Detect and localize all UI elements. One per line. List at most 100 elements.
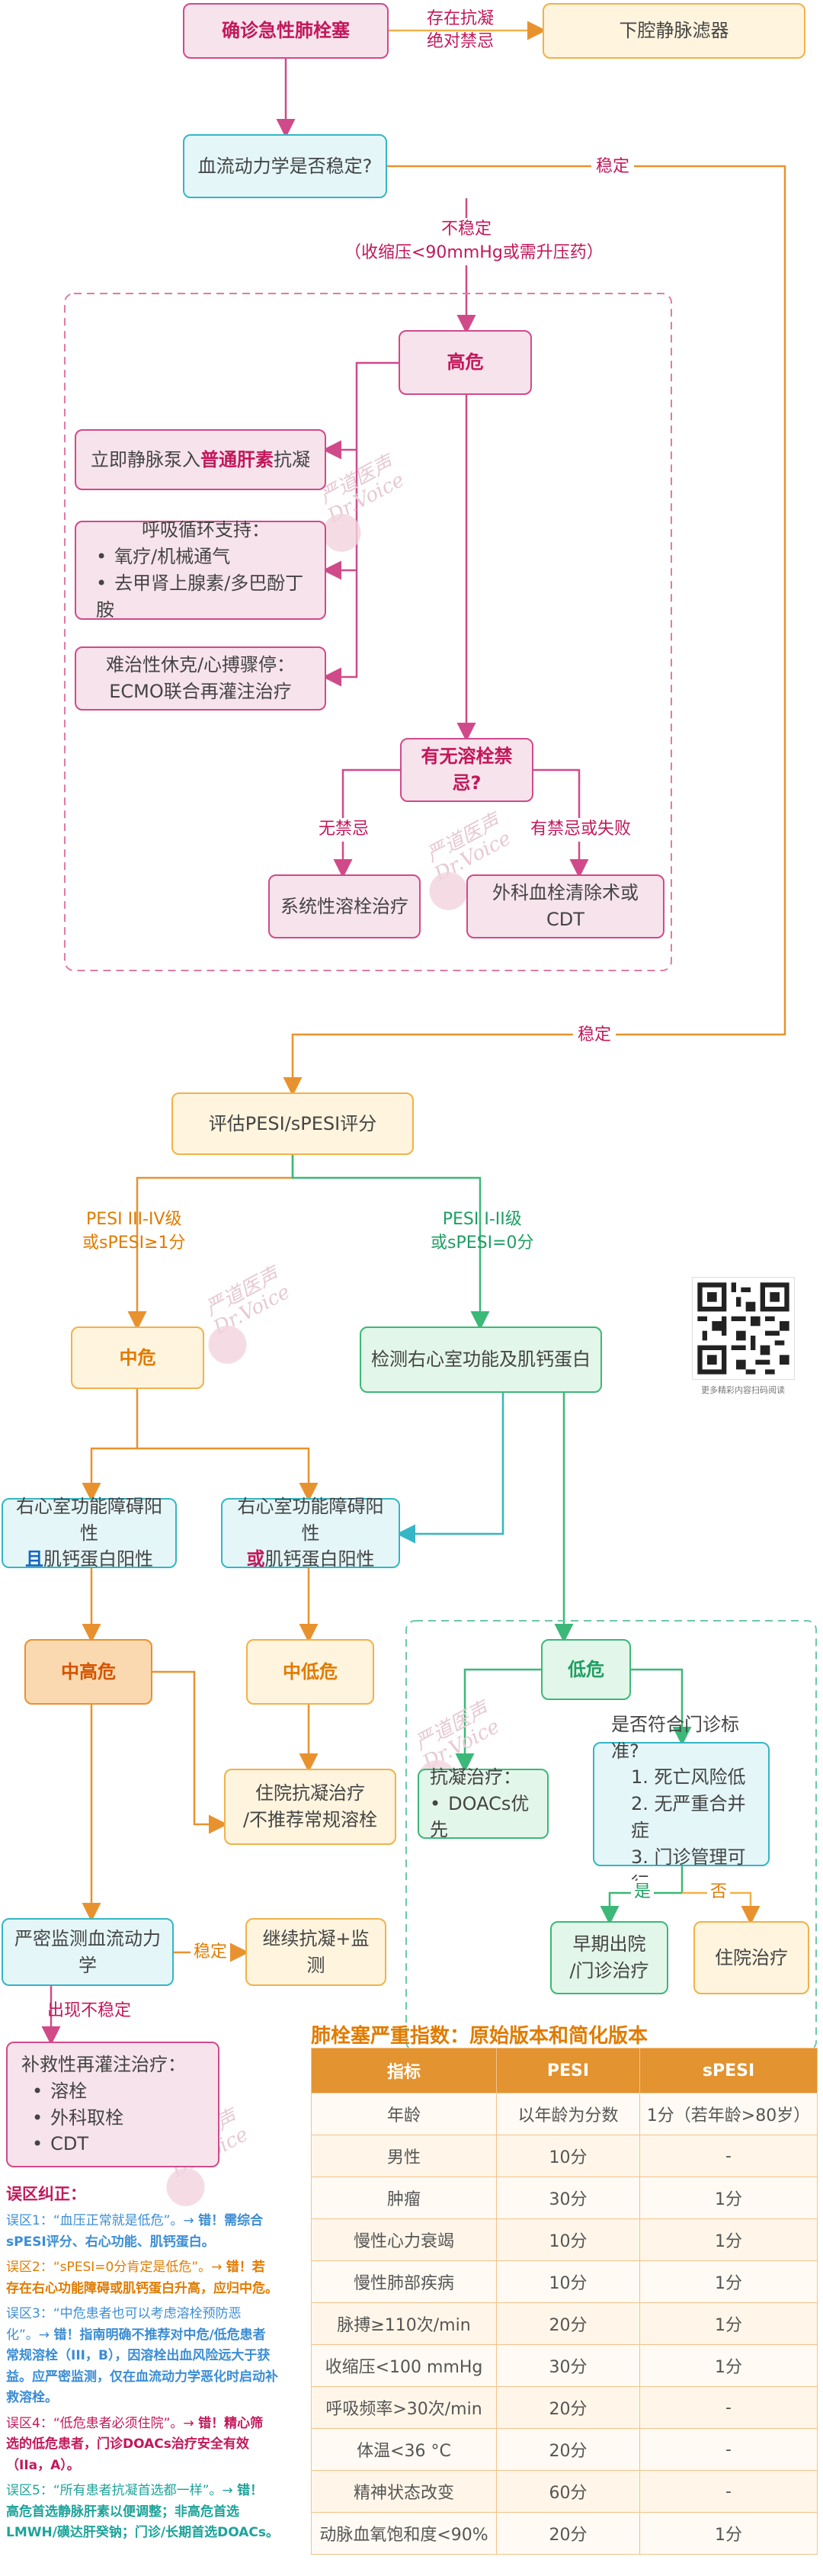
- node-rv-and-troponin: 右心室功能障碍阳性 且肌钙蛋白阳性: [2, 1496, 177, 1570]
- table-cell: 年龄: [311, 2093, 497, 2135]
- table-cell: 精神状态改变: [311, 2470, 497, 2513]
- table-cell: 1分: [639, 2218, 818, 2261]
- error-item: 误区3：“中危患者也可以考虑溶栓预防恶化”。→ 错！指南明确不推荐对中危/低危患…: [6, 2306, 278, 2406]
- errors-title: 误区纠正：: [6, 2185, 86, 2203]
- error-item: 误区5：“所有患者抗凝首选都一样”。→ 错！高危首选静脉肝素以便调整；非高危首选…: [6, 2483, 280, 2541]
- table-cell: 30分: [496, 2177, 640, 2219]
- node-pesi-assessment: 评估PESI/sPESI评分: [171, 1092, 414, 1155]
- table-cell: 60分: [496, 2470, 640, 2513]
- table-cell: 30分: [496, 2344, 640, 2387]
- error-item: 误区4：“低危患者必须住院”。→ 错！精心筛选的低危患者，门诊DOACs治疗安全…: [6, 2415, 264, 2473]
- node-intermediate-low: 中低危: [246, 1639, 374, 1705]
- qr-code-icon: [693, 1278, 794, 1379]
- table-header: PESI: [496, 2048, 640, 2093]
- label-no: 否: [707, 1881, 731, 1904]
- label-anticoag-contra: 存在抗凝绝对禁忌: [427, 9, 495, 51]
- criteria-item: 2. 无严重合并症: [631, 1793, 746, 1841]
- label-unstable: 不稳定（收缩压<90mmHg或需升压药）: [344, 218, 604, 265]
- table-cell: 男性: [311, 2135, 497, 2177]
- table-cell: 以年龄为分数: [496, 2093, 640, 2135]
- label-stable: 稳定: [191, 1941, 231, 1965]
- node-rescue-reperfusion: 补救性再灌注治疗： 溶栓 外科取栓 CDT: [6, 2042, 219, 2167]
- node-systemic-thrombolysis: 系统性溶栓治疗: [268, 874, 421, 938]
- resp-item: 去甲肾上腺素/多巴酚丁胺: [96, 570, 315, 624]
- node-resp-support: 呼吸循环支持： 氧疗/机械通气 去甲肾上腺素/多巴酚丁胺: [75, 519, 326, 621]
- table-cell: 10分: [496, 2260, 640, 2303]
- node-intermediate-high: 中高危: [24, 1639, 152, 1705]
- table-cell: 20分: [496, 2302, 640, 2345]
- node-intermediate-risk: 中危: [71, 1326, 204, 1389]
- label-becomes-unstable: 出现不稳定: [47, 2001, 132, 2020]
- table-cell: 20分: [496, 2386, 640, 2429]
- table-cell: 1分: [639, 2177, 818, 2219]
- table-cell: 20分: [496, 2512, 640, 2555]
- table-cell: 10分: [496, 2135, 640, 2177]
- table-cell: 1分: [639, 2344, 818, 2387]
- table-cell: -: [639, 2386, 818, 2429]
- table-cell: -: [639, 2135, 818, 2177]
- table-cell: 慢性心力衰竭: [311, 2218, 497, 2261]
- node-inpatient-anticoag: 住院抗凝治疗/不推荐常规溶栓: [224, 1769, 396, 1845]
- node-monitor: 严密监测血流动力学: [2, 1918, 174, 1986]
- rescue-item: CDT: [21, 2131, 88, 2157]
- error-item: 误区2：“sPESI=0分肯定是低危”。→ 错！若存在右心功能障碍或肌钙蛋白升高…: [6, 2260, 278, 2296]
- node-contraindication-question: 有无溶栓禁忌?: [400, 738, 533, 802]
- qr-code[interactable]: [692, 1277, 795, 1380]
- node-continue-anticoag: 继续抗凝+监测: [245, 1918, 386, 1986]
- table-cell: 1分: [639, 2512, 818, 2555]
- node-heparin: 立即静脉泵入普通肝素抗凝: [75, 429, 326, 490]
- anticoag-item: DOACs优先: [430, 1791, 538, 1844]
- label-contra-or-fail: 有禁忌或失败: [530, 818, 632, 842]
- qr-caption: 更多精彩内容扫码阅读: [701, 1385, 785, 1395]
- node-early-discharge: 早期出院/门诊治疗: [550, 1921, 668, 1994]
- node-confirmed-pe: 确诊急性肺栓塞: [183, 3, 389, 59]
- table-cell: 20分: [496, 2428, 640, 2471]
- rescue-item: 外科取栓: [21, 2105, 123, 2132]
- table-cell: 肿瘤: [311, 2177, 497, 2219]
- node-low-risk: 低危: [541, 1639, 631, 1700]
- label-pesi-low: PESI I-II级或sPESI=0分: [431, 1210, 534, 1253]
- label-stable: 稳定: [573, 1024, 616, 1047]
- label-no-contraindication: 无禁忌: [319, 818, 370, 842]
- node-outpatient-criteria: 是否符合门诊标准? 1. 死亡风险低 2. 无严重合并症 3. 门诊管理可行: [593, 1714, 770, 1894]
- table-cell: 收缩压<100 mmHg: [311, 2344, 497, 2387]
- label-yes: 是: [631, 1881, 655, 1904]
- node-high-risk: 高危: [399, 330, 532, 395]
- label-stable: 稳定: [591, 156, 635, 179]
- node-ivc-filter: 下腔静脉滤器: [543, 3, 805, 59]
- table-cell: 10分: [496, 2218, 640, 2261]
- table-header: 指标: [311, 2048, 497, 2093]
- table-cell: 动脉血氧饱和度<90%: [311, 2512, 497, 2555]
- table-cell: 体温<36 °C: [311, 2428, 497, 2471]
- table-cell: 脉搏≥110次/min: [311, 2302, 497, 2345]
- rescue-item: 溶栓: [21, 2078, 87, 2105]
- node-ecmo: 难治性休克/心搏骤停：ECMO联合再灌注治疗: [75, 646, 326, 711]
- table-cell: 1分（若年龄>80岁）: [639, 2093, 818, 2135]
- node-rv-or-troponin: 右心室功能障碍阳性 或肌钙蛋白阳性: [221, 1496, 400, 1570]
- label-pesi-high: PESI III-IV级或sPESI≥1分: [82, 1210, 186, 1253]
- node-anticoag: 抗凝治疗： DOACs优先: [418, 1766, 549, 1840]
- table-cell: -: [639, 2428, 818, 2471]
- table-cell: 1分: [639, 2302, 818, 2345]
- node-surgical-cdt: 外科血栓清除术或CDT: [466, 874, 664, 938]
- table-cell: 呼吸频率>30次/min: [311, 2386, 497, 2429]
- node-hemodynamic-question: 血流动力学是否稳定?: [183, 134, 387, 198]
- criteria-item: 1. 死亡风险低: [631, 1766, 746, 1788]
- resp-item: 氧疗/机械通气: [96, 544, 230, 570]
- table-cell: 慢性肺部疾病: [311, 2260, 497, 2303]
- node-detect-rv-troponin: 检测右心室功能及肌钙蛋白: [360, 1326, 602, 1393]
- table-title: 肺栓塞严重指数：原始版本和简化版本: [311, 2025, 648, 2048]
